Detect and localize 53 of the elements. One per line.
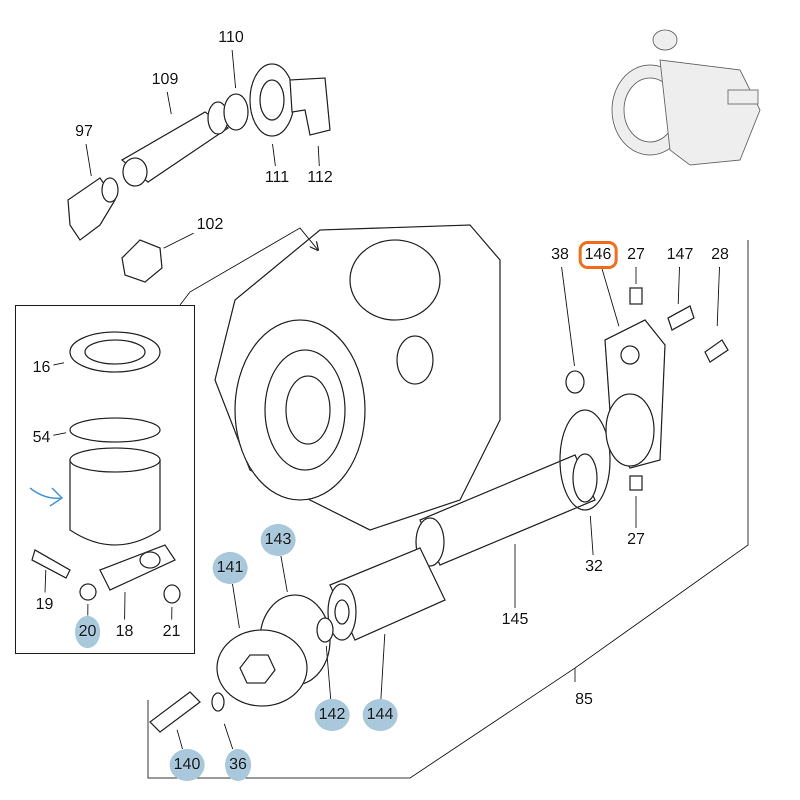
leader-line	[678, 266, 680, 304]
leader-line	[86, 144, 92, 177]
leader-line	[224, 723, 234, 750]
leader-line	[232, 50, 236, 88]
leader-line	[166, 92, 172, 115]
leader-line	[44, 570, 46, 593]
callout-number: 27	[624, 528, 648, 552]
callout-number: 112	[304, 166, 336, 190]
callout-number: 111	[262, 166, 292, 190]
callout-number: 85	[574, 690, 594, 710]
callout-number: 32	[582, 555, 606, 579]
leader-line	[602, 268, 620, 327]
callout-number: 146	[578, 241, 618, 269]
callout-number: 102	[194, 213, 226, 237]
leader-line	[163, 232, 194, 249]
callout-number: 110	[215, 26, 247, 50]
callout-number: 19	[32, 592, 56, 616]
leader-line	[514, 544, 516, 608]
callout-number: 20	[74, 616, 100, 648]
leader-line	[272, 144, 276, 166]
callout-number: 140	[170, 749, 204, 781]
callout-number: 109	[148, 68, 182, 92]
callout-number: 27	[624, 243, 648, 267]
leader-line	[590, 516, 594, 556]
callout-number: 54	[30, 426, 54, 450]
leader-line	[232, 584, 240, 628]
leader-line	[52, 432, 67, 436]
leader-line	[176, 729, 183, 750]
callout-number: 142	[314, 699, 350, 731]
leader-line	[171, 606, 172, 620]
callout-number: 97	[72, 120, 96, 144]
inset-frame	[15, 305, 195, 654]
arrow	[180, 227, 320, 306]
callout-number: 144	[362, 699, 398, 731]
leader-line	[124, 592, 126, 620]
callout-number: 16	[30, 356, 54, 380]
leader-line	[380, 634, 386, 700]
leader-line	[318, 146, 320, 166]
leader-line	[561, 266, 575, 366]
callout-number: 21	[160, 620, 184, 644]
leader-line	[716, 266, 720, 326]
callout-number: 147	[664, 243, 696, 267]
callout-number: 145	[498, 608, 532, 632]
callout-number: 18	[112, 620, 136, 644]
callout-number: 28	[708, 243, 732, 267]
callout-number: 141	[212, 552, 248, 584]
leader-line	[52, 362, 65, 366]
callout-number: 143	[260, 524, 296, 556]
leader-line	[280, 556, 288, 593]
leader-line	[87, 604, 88, 616]
callout-number: 36	[225, 749, 251, 781]
callout-number: 38	[548, 243, 572, 267]
leader-line	[326, 646, 332, 700]
